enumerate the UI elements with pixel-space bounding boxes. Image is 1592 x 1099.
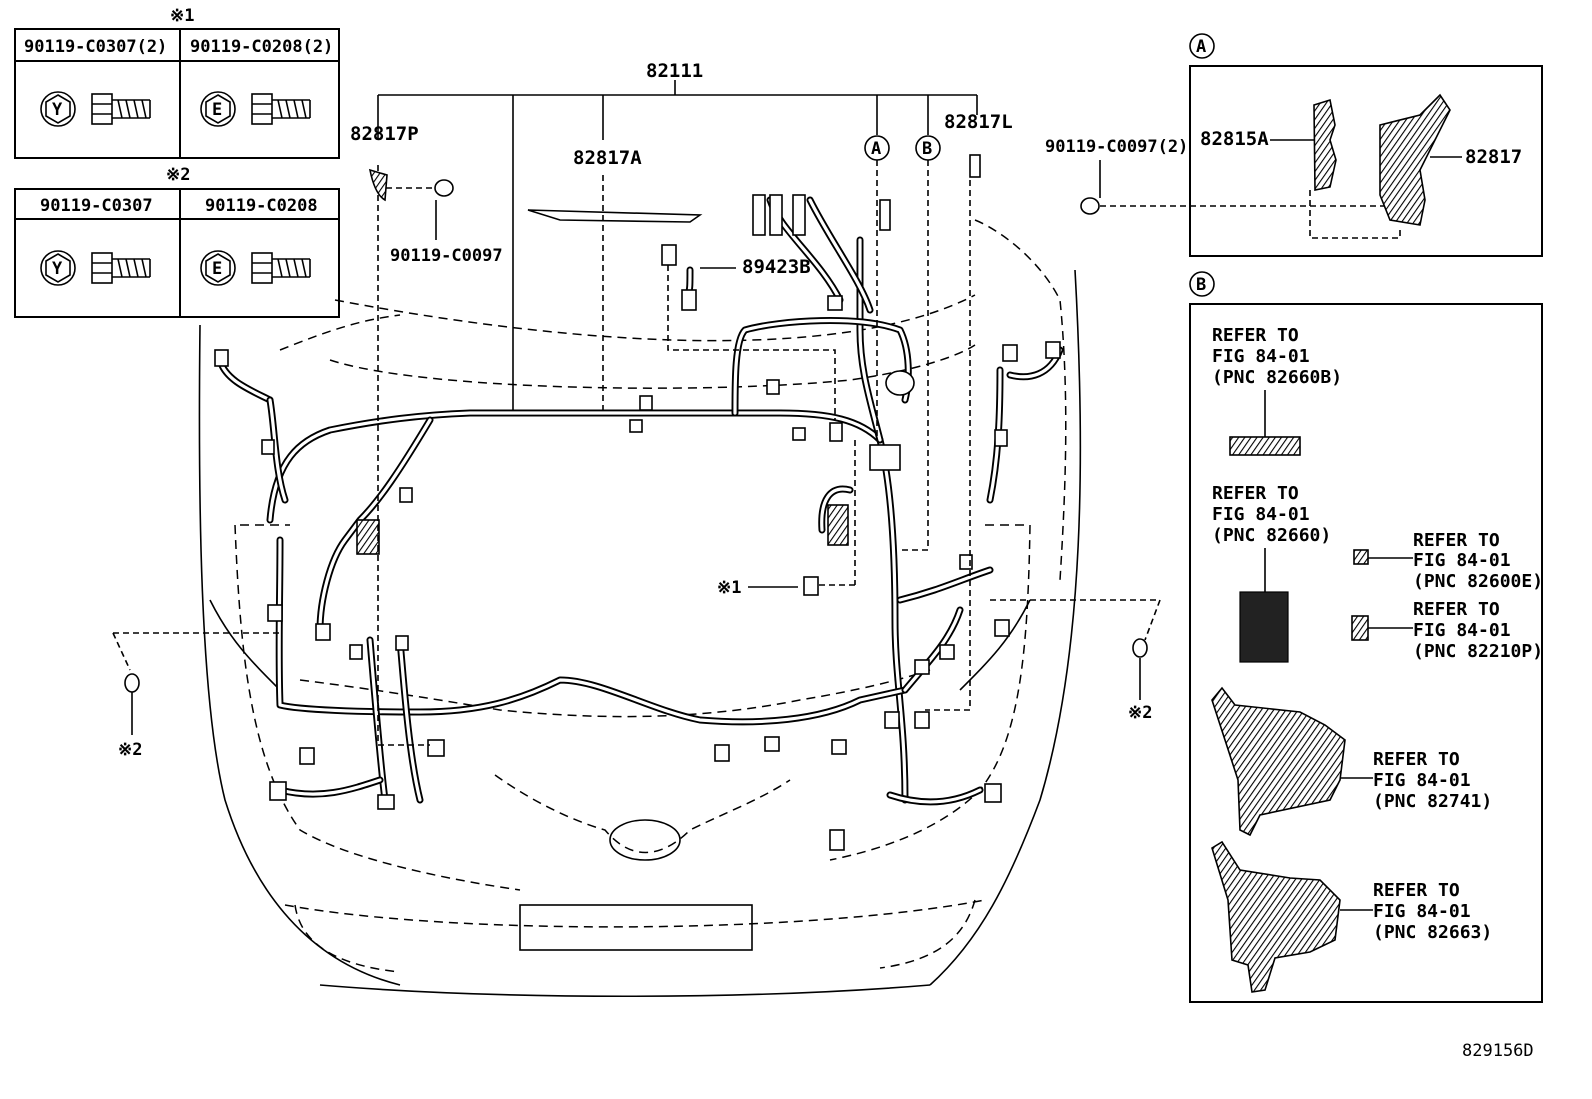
ref-line-1: REFER TO: [1212, 325, 1299, 346]
connector-icon: [1351, 615, 1369, 641]
ref-line-1: REFER TO: [1373, 749, 1460, 770]
diagram-id: 829156D: [1462, 1041, 1534, 1061]
ref-line-3: (PNC 82663): [1373, 922, 1492, 943]
protector-82817P-icon: [368, 168, 388, 202]
protector-82815A-icon: [1313, 98, 1337, 191]
ref-82663: REFER TO FIG 84-01 (PNC 82663): [1211, 840, 1492, 993]
ref-line-3: (PNC 82660): [1212, 525, 1331, 546]
clip-icon: [1080, 197, 1100, 215]
ref-line-1: REFER TO: [1413, 530, 1500, 551]
ref-82660B: REFER TO FIG 84-01 (PNC 82660B): [1212, 325, 1342, 456]
relay-box-icon: [1211, 686, 1346, 837]
inset-b: B REFER TO FIG 84-01 (PNC 82660B) REFER …: [1189, 271, 1543, 1003]
connector-icon: [1353, 549, 1369, 565]
relay-block-icon: [1239, 591, 1289, 663]
bolt-y-letter: Y: [52, 259, 63, 279]
part-82817L-label: 82817L: [944, 111, 1013, 133]
hex-bolt-e-icon: E: [200, 250, 311, 286]
marker-b-circle: [915, 135, 941, 161]
vehicle-body-outline: [198, 219, 1082, 998]
hex-bolt-y-icon: Y: [40, 250, 151, 286]
ref-82660: REFER TO FIG 84-01 (PNC 82660): [1212, 483, 1331, 663]
part-89423B-label: 89423B: [742, 256, 811, 278]
ref-line-3: (PNC 82660B): [1212, 367, 1342, 388]
ref-line-1: REFER TO: [1413, 599, 1500, 620]
part-labels: 82111 82817P 82817A 82817L 89423B 90119-…: [118, 60, 1152, 760]
ref-line-3: (PNC 82210P): [1413, 641, 1543, 662]
table1-col2-part: 90119-C0208(2): [190, 37, 333, 57]
note2-marker-left: ※2: [118, 740, 142, 760]
ref-line-2: FIG 84-01: [1373, 901, 1471, 922]
ref-line-2: FIG 84-01: [1373, 770, 1471, 791]
ref-82741: REFER TO FIG 84-01 (PNC 82741): [1211, 686, 1492, 837]
ref-line-3: (PNC 82741): [1373, 791, 1492, 812]
ref-82210P: REFER TO FIG 84-01 (PNC 82210P): [1351, 599, 1543, 662]
part-90119-C0097-2-label: 90119-C0097(2): [1045, 137, 1188, 157]
protector-82817-icon: [1379, 93, 1451, 226]
part-82817P-label: 82817P: [350, 123, 419, 145]
protector-82817A-icon: [527, 209, 703, 223]
table1-note-label: ※1: [170, 6, 194, 26]
part-90119-C0097-label: 90119-C0097: [390, 246, 503, 266]
table1-col1-part: 90119-C0307(2): [24, 37, 167, 57]
note2-marker-right: ※2: [1128, 703, 1152, 723]
fastener-table-2: ※2 90119-C0307 90119-C0208 Y E: [14, 165, 340, 318]
engine-wire-harness: [216, 196, 1064, 806]
inset-a: A 90119-C0097(2) 82815A 82817: [1045, 33, 1543, 257]
marker-a-circle: [864, 135, 890, 161]
bolt-fasteners: [124, 168, 1148, 693]
inset-b-letter: B: [1196, 275, 1206, 295]
relay-bracket-icon: [1211, 840, 1341, 993]
bolt-e-letter: E: [212, 259, 222, 279]
part-82817A-label: 82817A: [573, 147, 642, 169]
ref-line-1: REFER TO: [1212, 483, 1299, 504]
marker-a-letter: A: [871, 139, 881, 159]
table2-col2-part: 90119-C0208: [205, 196, 318, 216]
marker-b-letter: B: [922, 139, 932, 159]
ref-82600E: REFER TO FIG 84-01 (PNC 82600E): [1353, 530, 1543, 592]
table2-note-label: ※2: [166, 165, 190, 185]
inset-a-letter: A: [1196, 37, 1206, 57]
ref-line-2: FIG 84-01: [1212, 504, 1310, 525]
bolt-e-letter: E: [212, 100, 222, 120]
part-82817-label: 82817: [1465, 146, 1522, 168]
clip-icon: [434, 179, 454, 197]
relay-block-icon: [1229, 436, 1301, 456]
table2-col1-part: 90119-C0307: [40, 196, 153, 216]
fastener-table-1: ※1 90119-C0307(2) 90119-C0208(2) Y E: [14, 6, 340, 159]
ref-line-2: FIG 84-01: [1212, 346, 1310, 367]
bolt-y-letter: Y: [52, 100, 63, 120]
hex-bolt-y-icon: Y: [40, 91, 151, 127]
part-82815A-label: 82815A: [1200, 128, 1269, 150]
inset-b-circle: [1189, 271, 1215, 297]
harness-connectors: [214, 154, 1061, 851]
inset-a-circle: [1189, 33, 1215, 59]
hex-bolt-e-icon: E: [200, 91, 311, 127]
note1-marker: ※1: [717, 578, 741, 598]
ref-line-3: (PNC 82600E): [1413, 571, 1543, 592]
bolt-icon: [124, 673, 140, 693]
ref-line-1: REFER TO: [1373, 880, 1460, 901]
leader-lines: [112, 80, 1162, 746]
bolt-icon: [803, 576, 819, 596]
ref-line-2: FIG 84-01: [1413, 550, 1511, 571]
bolt-icon: [1132, 638, 1148, 658]
ref-line-2: FIG 84-01: [1413, 620, 1511, 641]
main-part-label: 82111: [646, 60, 703, 82]
